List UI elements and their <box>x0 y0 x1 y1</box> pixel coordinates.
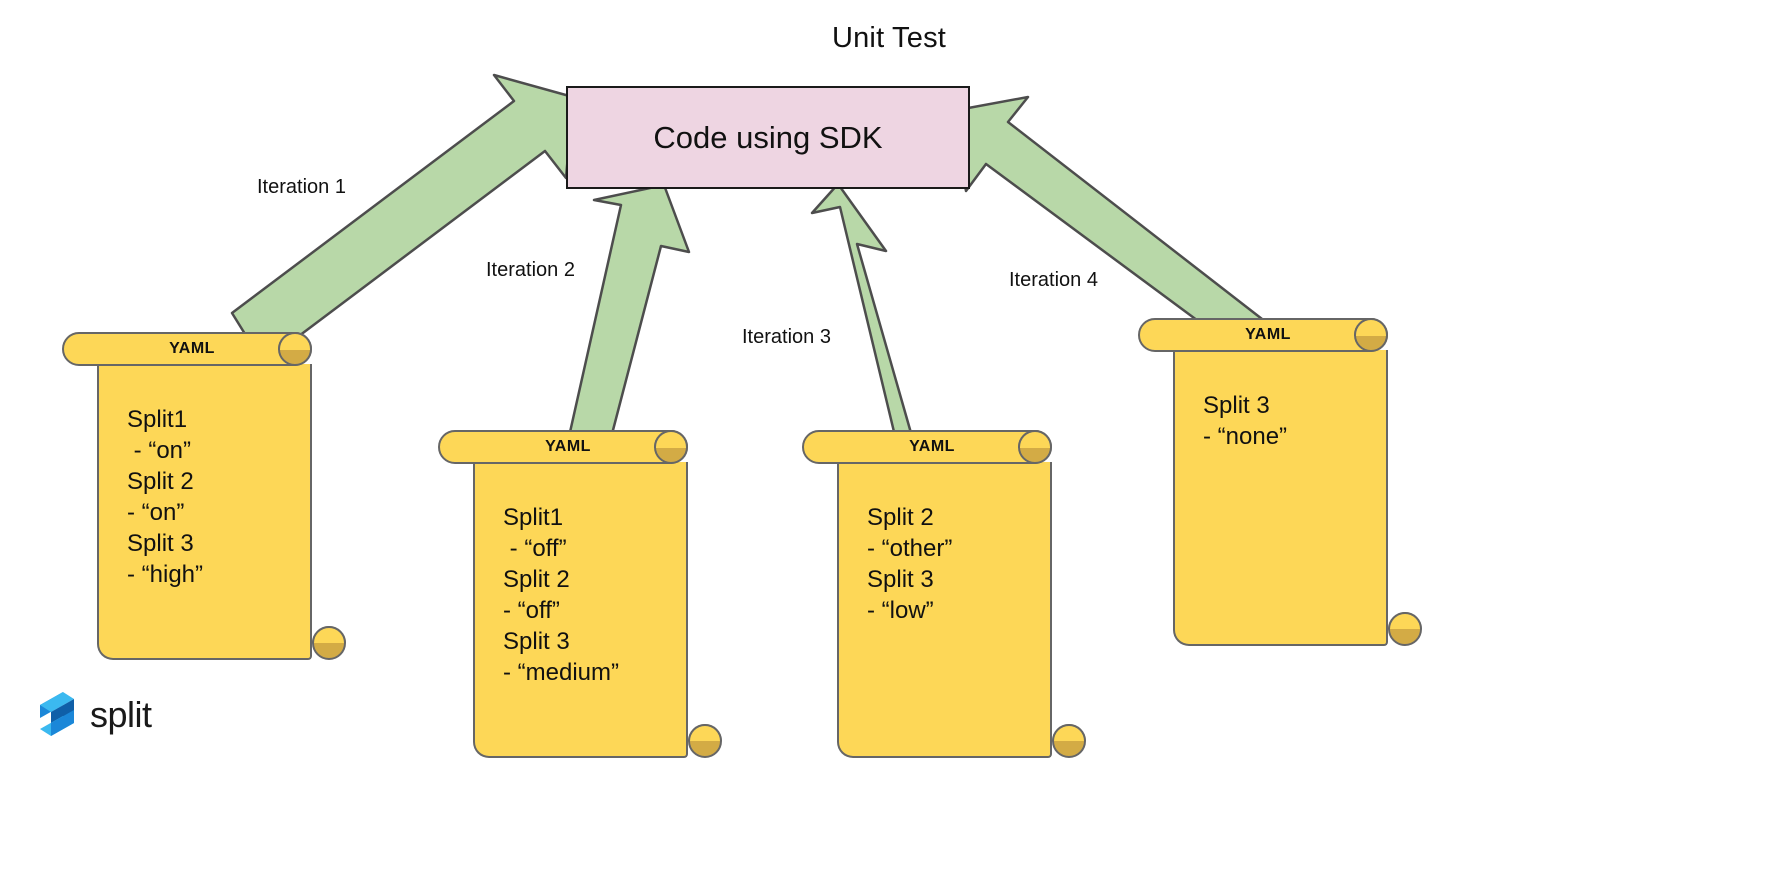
yaml-scroll-3-header: YAML <box>802 430 1052 464</box>
yaml-scroll-2-header-label: YAML <box>545 438 591 455</box>
yaml-scroll-4-header-label: YAML <box>1245 326 1291 343</box>
yaml-scroll-1: YAML Split1 - “on” Split 2 - “on” Split … <box>62 332 352 660</box>
yaml-scroll-4-curl-bottom-cover <box>1388 612 1422 629</box>
arrow-label-iteration-3: Iteration 3 <box>742 326 831 348</box>
code-using-sdk-node: Code using SDK <box>566 86 970 189</box>
arrow-iteration-2 <box>564 183 691 459</box>
yaml-scroll-1-curl-bottom-cover <box>312 626 346 643</box>
yaml-scroll-3-body <box>837 462 1052 758</box>
arrow-label-iteration-2: Iteration 2 <box>486 259 575 281</box>
yaml-scroll-1-content: Split1 - “on” Split 2 - “on” Split 3 - “… <box>127 406 204 588</box>
yaml-scroll-1-header: YAML <box>62 332 312 366</box>
yaml-scroll-1-header-label: YAML <box>169 340 215 357</box>
arrow-label-iteration-1: Iteration 1 <box>257 176 346 198</box>
yaml-scroll-4-header: YAML <box>1138 318 1388 352</box>
yaml-scroll-4: YAML Split 3 - “none” <box>1138 318 1428 646</box>
yaml-scroll-2: YAML Split1 - “off” Split 2 - “off” Spli… <box>438 430 728 758</box>
arrow-label-iteration-4: Iteration 4 <box>1009 269 1098 291</box>
yaml-scroll-3-header-label: YAML <box>909 438 955 455</box>
split-logo-mark <box>40 692 74 736</box>
yaml-scroll-2-curl-bottom-cover <box>688 724 722 741</box>
arrow-iteration-1 <box>230 73 575 365</box>
yaml-scroll-2-content: Split1 - “off” Split 2 - “off” Split 3 -… <box>503 504 620 686</box>
yaml-scroll-1-body <box>97 364 312 660</box>
split-logo-wordmark: split <box>90 694 152 735</box>
split-logo: split <box>30 688 170 744</box>
yaml-scroll-2-body <box>473 462 688 758</box>
page-title: Unit Test <box>831 22 947 54</box>
yaml-scroll-3-curl-bottom-cover <box>1052 724 1086 741</box>
yaml-scroll-3: YAML Split 2 - “other” Split 3 - “low” <box>802 430 1092 758</box>
yaml-scroll-3-content: Split 2 - “other” Split 3 - “low” <box>867 504 953 624</box>
yaml-scroll-4-content: Split 3 - “none” <box>1203 392 1288 450</box>
arrow-iteration-4 <box>950 95 1264 354</box>
code-using-sdk-label: Code using SDK <box>653 119 883 155</box>
yaml-scroll-4-body <box>1173 350 1388 646</box>
arrow-iteration-3 <box>810 182 913 438</box>
yaml-scroll-2-header: YAML <box>438 430 688 464</box>
